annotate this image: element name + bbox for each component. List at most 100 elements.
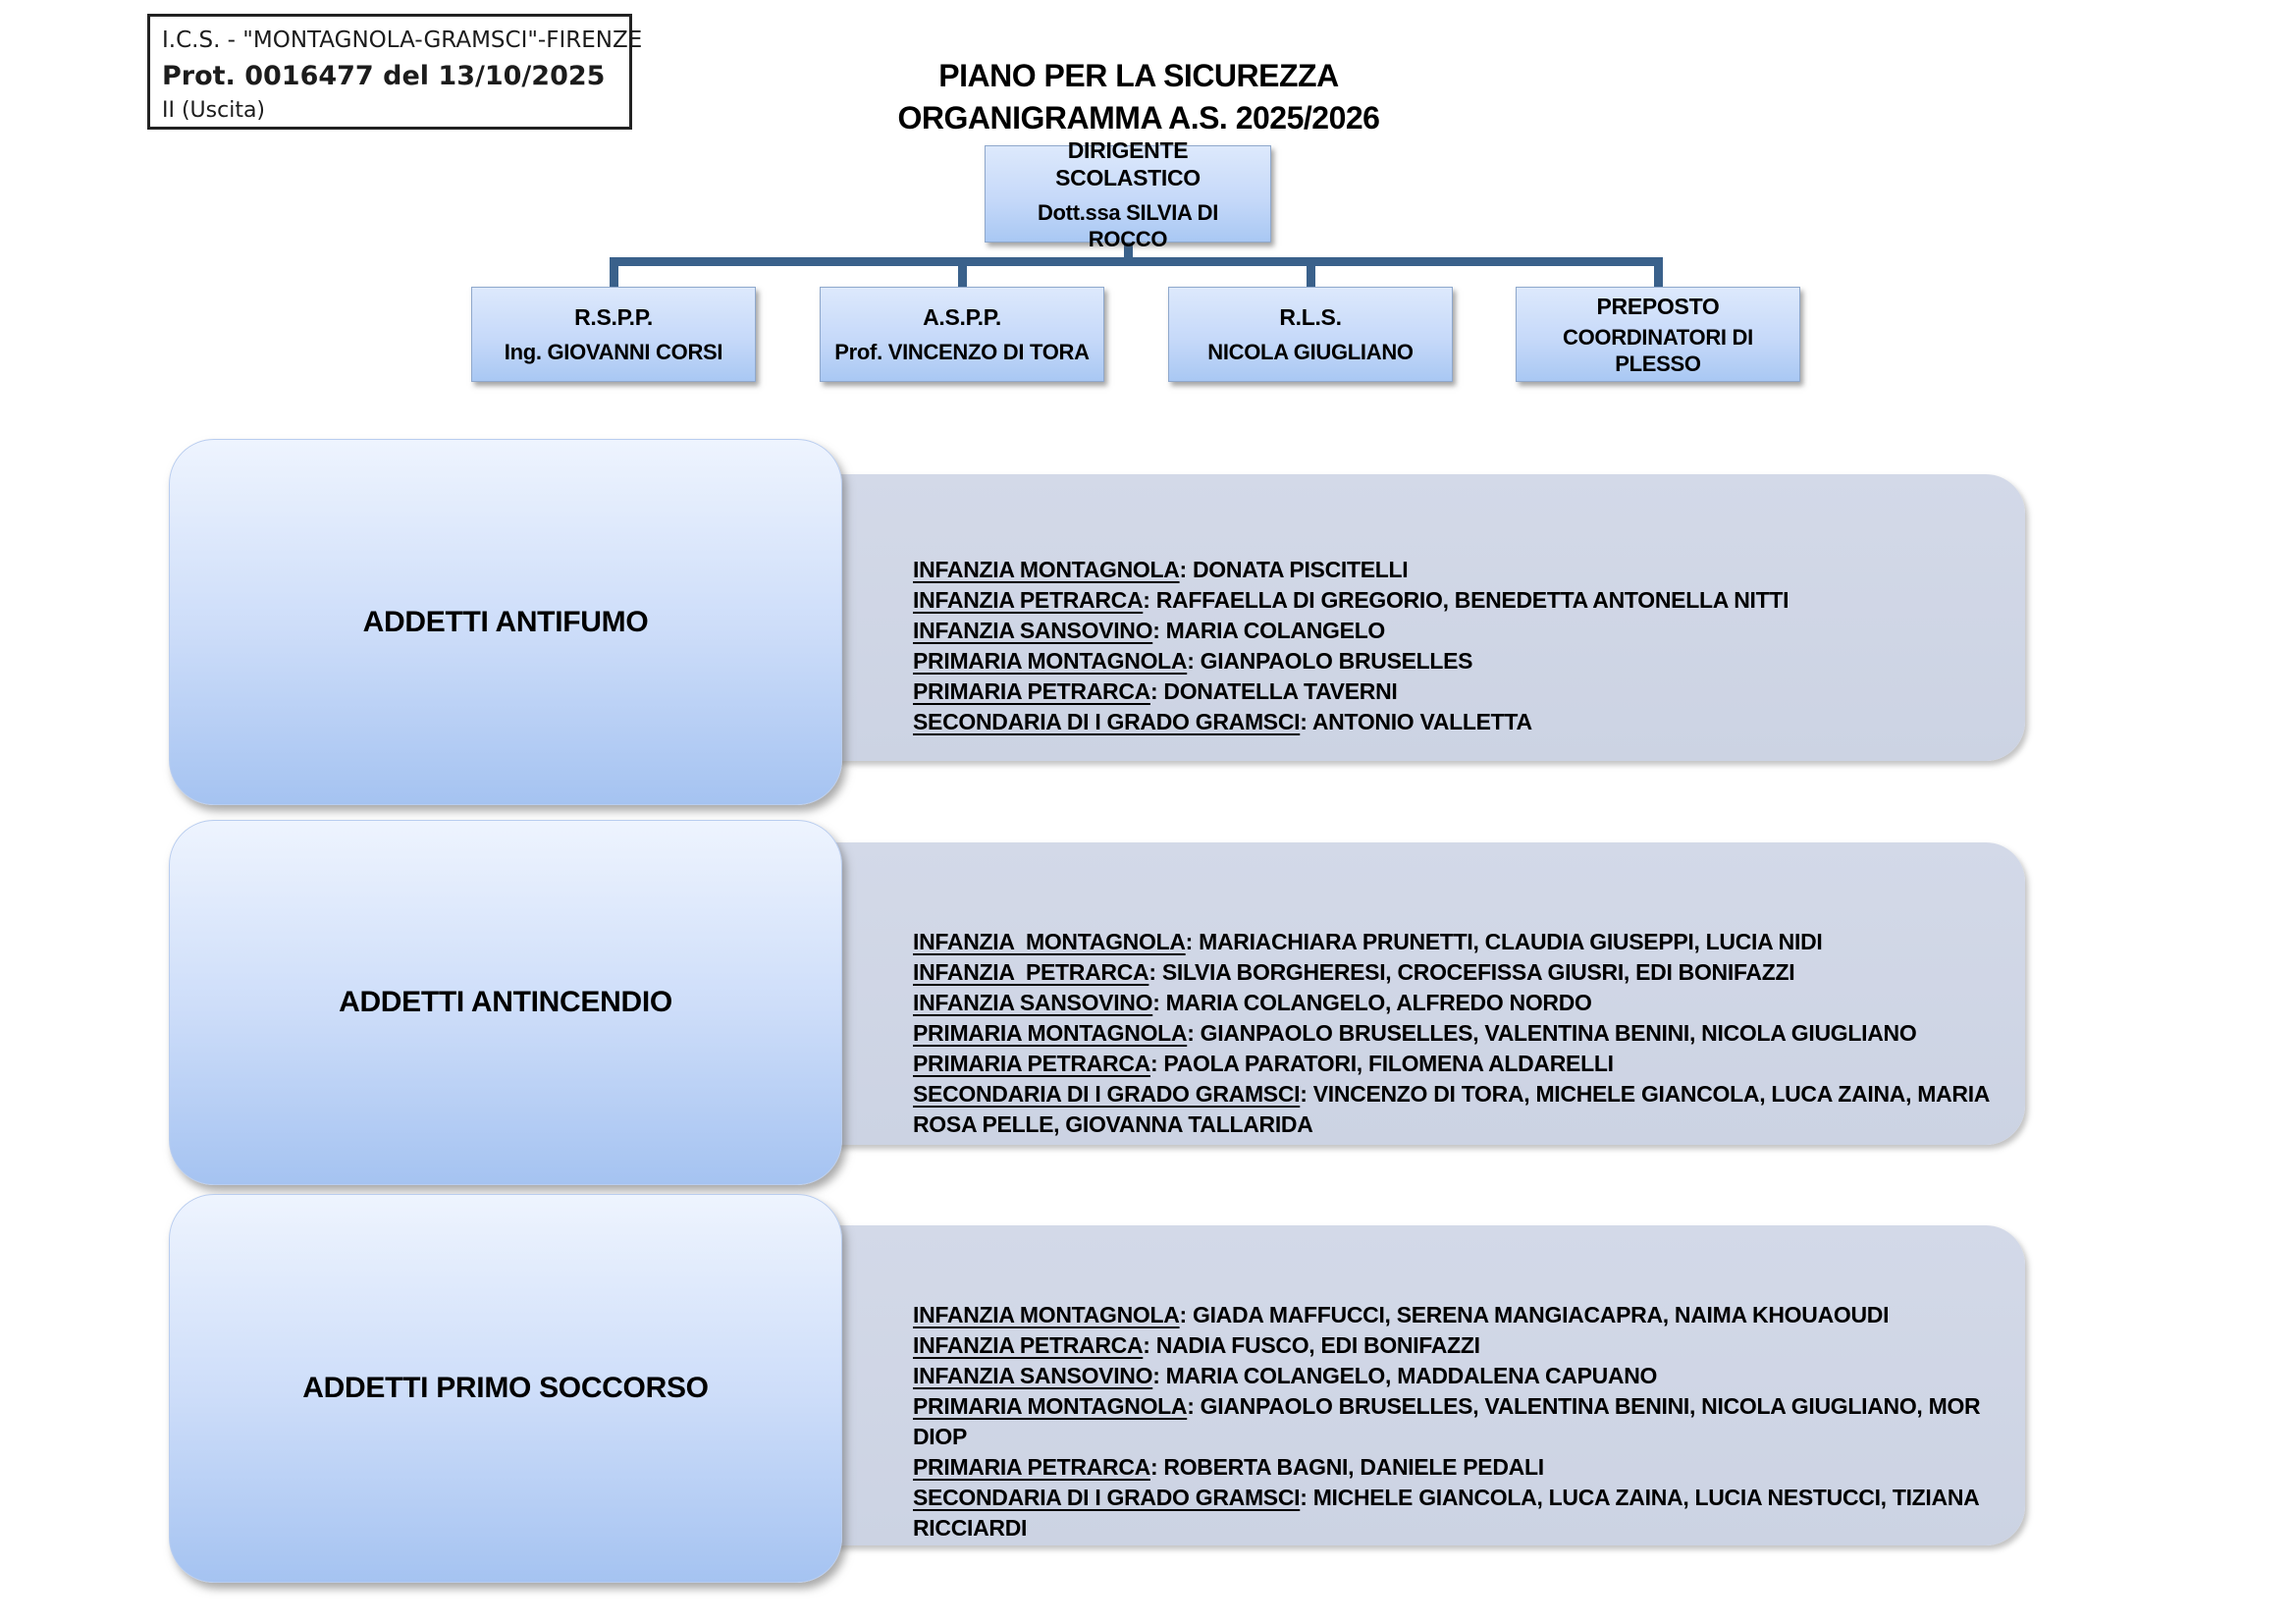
- org-node-rspp-role: R.S.P.P.: [574, 304, 653, 330]
- connector-horizontal-bar: [610, 257, 1663, 266]
- school-label: PRIMARIA MONTAGNOLA: [913, 1393, 1188, 1419]
- org-node-rspp: R.S.P.P. Ing. GIOVANNI CORSI: [471, 287, 756, 382]
- list-item: PRIMARIA PETRARCA: DONATELLA TAVERNI: [913, 677, 1996, 707]
- separator: :: [1179, 1302, 1193, 1327]
- staff-names: MARIACHIARA PRUNETTI, CLAUDIA GIUSEPPI, …: [1199, 929, 1823, 954]
- list-item: INFANZIA MONTAGNOLA: GIADA MAFFUCCI, SER…: [913, 1300, 1996, 1330]
- school-label: INFANZIA SANSOVINO: [913, 618, 1153, 643]
- list-item: PRIMARIA MONTAGNOLA: GIANPAOLO BRUSELLES…: [913, 1018, 1996, 1049]
- list-item: SECONDARIA DI I GRADO GRAMSCI: VINCENZO …: [913, 1079, 1996, 1140]
- school-label: INFANZIA PETRARCA: [913, 587, 1144, 613]
- staff-names: MICHELE GIANCOLA, LUCA ZAINA, LUCIA NEST…: [913, 1485, 1979, 1541]
- school-label: SECONDARIA DI I GRADO GRAMSCI: [913, 709, 1301, 734]
- org-node-aspp-name: Prof. VINCENZO DI TORA: [834, 340, 1090, 364]
- list-item: SECONDARIA DI I GRADO GRAMSCI: MICHELE G…: [913, 1483, 1996, 1543]
- antincendio-entries: INFANZIA MONTAGNOLA: MARIACHIARA PRUNETT…: [913, 927, 1996, 1140]
- org-node-dirigente: DIRIGENTE SCOLASTICO Dott.ssa SILVIA DI …: [985, 137, 1271, 251]
- stamp-protocol-number: Prot. 0016477 del 13/10/2025: [162, 61, 606, 91]
- staff-names: ANTONIO VALLETTA: [1311, 709, 1532, 734]
- staff-names: MARIA COLANGELO, MADDALENA CAPUANO: [1165, 1363, 1658, 1388]
- list-item: SECONDARIA DI I GRADO GRAMSCI: ANTONIO V…: [913, 707, 1996, 737]
- page-title: PIANO PER LA SICUREZZA ORGANIGRAMMA A.S.…: [775, 55, 1502, 139]
- staff-names: MARIA COLANGELO, ALFREDO NORDO: [1165, 990, 1592, 1015]
- staff-names: GIADA MAFFUCCI, SERENA MANGIACAPRA, NAIM…: [1193, 1302, 1890, 1327]
- list-item: INFANZIA SANSOVINO: MARIA COLANGELO, MAD…: [913, 1361, 1996, 1391]
- separator: :: [1149, 1051, 1164, 1076]
- separator: :: [1152, 990, 1166, 1015]
- stamp-school-name: I.C.S. - "MONTAGNOLA-GRAMSCI"-FIRENZE: [162, 27, 643, 53]
- list-item: INFANZIA MONTAGNOLA: DONATA PISCITELLI: [913, 555, 1996, 585]
- staff-names: DONATELLA TAVERNI: [1163, 678, 1398, 704]
- staff-names: NADIA FUSCO, EDI BONIFAZZI: [1155, 1332, 1480, 1358]
- school-label: INFANZIA MONTAGNOLA: [913, 929, 1186, 954]
- school-label: SECONDARIA DI I GRADO GRAMSCI: [913, 1081, 1301, 1107]
- separator: :: [1187, 648, 1201, 674]
- list-item: PRIMARIA PETRARCA: PAOLA PARATORI, FILOM…: [913, 1049, 1996, 1079]
- school-label: PRIMARIA MONTAGNOLA: [913, 1020, 1188, 1046]
- list-item: PRIMARIA PETRARCA: ROBERTA BAGNI, DANIEL…: [913, 1452, 1996, 1483]
- org-node-rspp-name: Ing. GIOVANNI CORSI: [504, 340, 723, 364]
- staff-names: MARIA COLANGELO: [1165, 618, 1386, 643]
- org-node-preposto-role: PREPOSTO: [1596, 293, 1720, 319]
- org-node-rls-name: NICOLA GIUGLIANO: [1207, 340, 1414, 364]
- connector-drop-preposto: [1654, 257, 1663, 289]
- connector-trunk: [1124, 242, 1133, 261]
- org-node-preposto-name: COORDINATORI DI PLESSO: [1563, 324, 1753, 376]
- school-label: PRIMARIA PETRARCA: [913, 1051, 1150, 1076]
- org-node-aspp: A.S.P.P. Prof. VINCENZO DI TORA: [820, 287, 1104, 382]
- org-node-preposto: PREPOSTO COORDINATORI DI PLESSO: [1516, 287, 1800, 382]
- staff-names: GIANPAOLO BRUSELLES, VALENTINA BENINI, N…: [913, 1393, 1981, 1449]
- primo-soccorso-entries: INFANZIA MONTAGNOLA: GIADA MAFFUCCI, SER…: [913, 1300, 1996, 1543]
- list-item: PRIMARIA MONTAGNOLA: GIANPAOLO BRUSELLES: [913, 646, 1996, 677]
- school-label: INFANZIA MONTAGNOLA: [913, 1302, 1180, 1327]
- connector-drop-aspp: [958, 257, 967, 289]
- separator: :: [1152, 1363, 1166, 1388]
- school-label: INFANZIA SANSOVINO: [913, 990, 1153, 1015]
- staff-names: DONATA PISCITELLI: [1193, 557, 1409, 582]
- staff-names: VINCENZO DI TORA, MICHELE GIANCOLA, LUCA…: [913, 1081, 1990, 1137]
- org-node-aspp-role: A.S.P.P.: [923, 304, 1001, 330]
- separator: :: [1152, 618, 1166, 643]
- separator: :: [1187, 1020, 1201, 1046]
- list-item: INFANZIA PETRARCA: NADIA FUSCO, EDI BONI…: [913, 1330, 1996, 1361]
- page-title-line-1: PIANO PER LA SICUREZZA: [938, 58, 1339, 93]
- staff-names: RAFFAELLA DI GREGORIO, BENEDETTA ANTONEL…: [1155, 587, 1789, 613]
- separator: :: [1143, 587, 1156, 613]
- school-label: SECONDARIA DI I GRADO GRAMSCI: [913, 1485, 1301, 1510]
- school-label: INFANZIA PETRARCA: [913, 959, 1149, 985]
- school-label: PRIMARIA MONTAGNOLA: [913, 648, 1188, 674]
- separator: :: [1143, 1332, 1156, 1358]
- org-node-dirigente-role: DIRIGENTE SCOLASTICO: [1055, 136, 1201, 190]
- list-item: INFANZIA MONTAGNOLA: MARIACHIARA PRUNETT…: [913, 927, 1996, 957]
- school-label: INFANZIA SANSOVINO: [913, 1363, 1153, 1388]
- school-label: PRIMARIA PETRARCA: [913, 678, 1150, 704]
- panel-antifumo: INFANZIA MONTAGNOLA: DONATA PISCITELLI I…: [785, 474, 2025, 761]
- separator: :: [1149, 678, 1164, 704]
- list-item: INFANZIA PETRARCA: RAFFAELLA DI GREGORIO…: [913, 585, 1996, 616]
- antifumo-entries: INFANZIA MONTAGNOLA: DONATA PISCITELLI I…: [913, 555, 1996, 737]
- school-label: PRIMARIA PETRARCA: [913, 1454, 1150, 1480]
- section-label-antincendio: ADDETTI ANTINCENDIO: [169, 820, 842, 1185]
- separator: :: [1300, 1081, 1313, 1107]
- connector-drop-rls: [1307, 257, 1315, 289]
- separator: :: [1300, 1485, 1313, 1510]
- section-label-antifumo: ADDETTI ANTIFUMO: [169, 439, 842, 805]
- school-label: INFANZIA MONTAGNOLA: [913, 557, 1180, 582]
- list-item: INFANZIA PETRARCA: SILVIA BORGHERESI, CR…: [913, 957, 1996, 988]
- separator: :: [1149, 1454, 1164, 1480]
- staff-names: GIANPAOLO BRUSELLES, VALENTINA BENINI, N…: [1200, 1020, 1917, 1046]
- school-label: INFANZIA PETRARCA: [913, 1332, 1144, 1358]
- page-title-line-2: ORGANIGRAMMA A.S. 2025/2026: [897, 100, 1380, 135]
- stamp-register-type: II (Uscita): [162, 98, 266, 123]
- section-label-primo-soccorso: ADDETTI PRIMO SOCCORSO: [169, 1194, 842, 1583]
- list-item: INFANZIA SANSOVINO: MARIA COLANGELO: [913, 616, 1996, 646]
- separator: :: [1148, 959, 1162, 985]
- separator: :: [1187, 1393, 1201, 1419]
- org-node-rls-role: R.L.S.: [1279, 304, 1342, 330]
- separator: :: [1185, 929, 1200, 954]
- staff-names: SILVIA BORGHERESI, CROCEFISSA GIUSRI, ED…: [1161, 959, 1795, 985]
- connector-drop-rspp: [610, 257, 618, 289]
- panel-primo-soccorso: INFANZIA MONTAGNOLA: GIADA MAFFUCCI, SER…: [785, 1225, 2025, 1545]
- list-item: INFANZIA SANSOVINO: MARIA COLANGELO, ALF…: [913, 988, 1996, 1018]
- staff-names: GIANPAOLO BRUSELLES: [1200, 648, 1473, 674]
